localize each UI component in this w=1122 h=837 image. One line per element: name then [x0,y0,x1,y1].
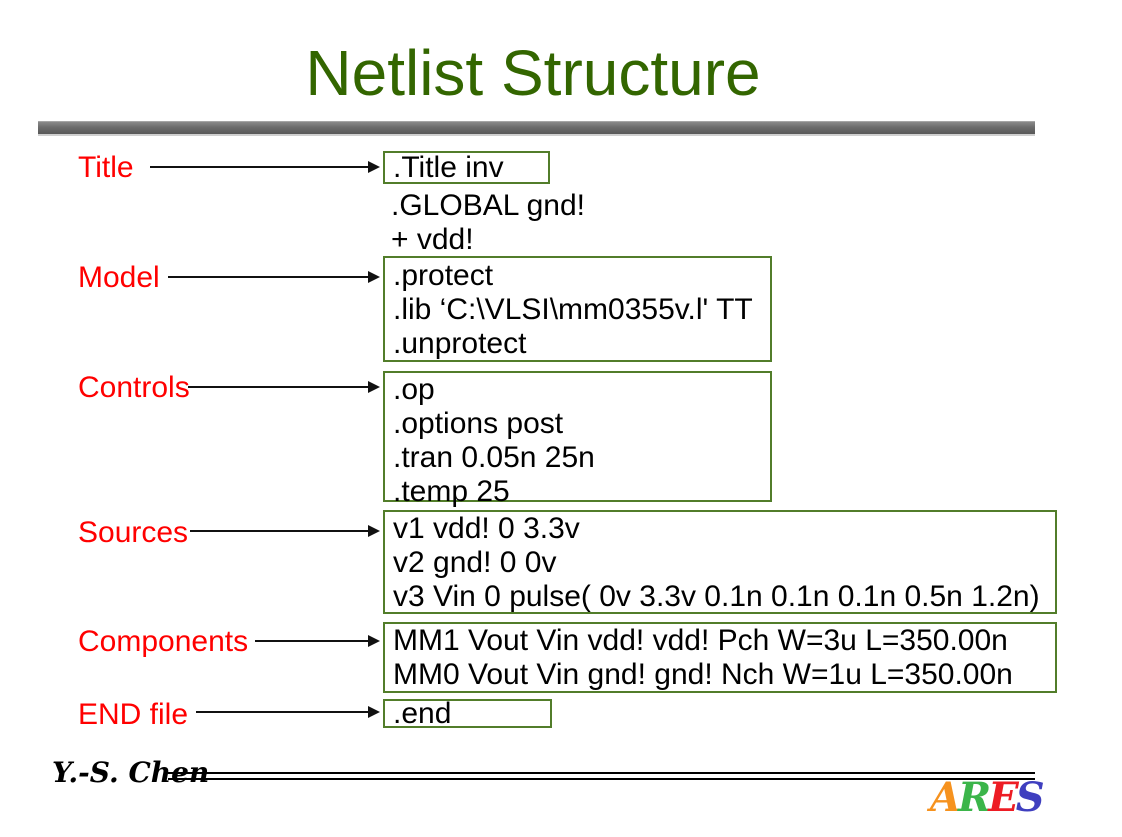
logo-letter: R [958,774,991,821]
code-line: .lib ‘C:\VLSI\mm0355v.l' TT [393,293,753,326]
section-label-model: Model [78,261,160,294]
code-line: MM0 Vout Vin gnd! gnd! Nch W=1u L=350.00… [393,658,1013,691]
title-divider-bar [38,121,1035,134]
code-line: MM1 Vout Vin vdd! vdd! Pch W=3u L=350.00… [393,624,1008,657]
section-label-title: Title [78,151,134,184]
code-line: .end [393,697,452,730]
arrowhead-icon [368,525,380,537]
arrowhead-icon [368,381,380,393]
code-box-model: .protect .lib ‘C:\VLSI\mm0355v.l' TT .un… [383,256,772,362]
logo-letter: A [930,774,961,821]
arrowhead-icon [368,635,380,647]
code-line: .temp 25 [393,475,510,508]
code-line: v3 Vin 0 pulse( 0v 3.3v 0.1n 0.1n 0.1n 0… [393,580,1040,613]
logo-letter: E [988,774,1018,821]
code-line: .options post [393,407,564,440]
code-line: v1 vdd! 0 3.3v [393,512,580,545]
code-line: .tran 0.05n 25n [393,441,595,474]
page-title: Netlist Structure [305,37,761,109]
code-box-controls: .op .options post .tran 0.05n 25n .temp … [383,371,772,508]
code-line: .protect [393,259,494,292]
arrow-sources-to-box [190,525,380,537]
arrowhead-icon [368,706,380,718]
arrowhead-icon [368,161,380,173]
arrow-components-to-box [255,635,380,647]
footer-double-rule [168,772,1035,780]
code-box-end: .end [383,697,552,730]
code-line: .Title inv [393,151,504,184]
code-box-components: MM1 Vout Vin vdd! vdd! Pch W=3u L=350.00… [383,622,1057,693]
arrow-model-to-box [168,271,380,283]
section-label-sources: Sources [78,516,189,549]
code-line-vdd: + vdd! [391,223,474,256]
arrow-title-to-box [150,161,380,173]
section-label-components: Components [78,625,249,658]
code-line: v2 gnd! 0 0v [393,546,557,579]
ares-logo: ARES [930,774,1045,821]
code-line-global: .GLOBAL gnd! [391,189,586,222]
arrow-controls-to-box [188,381,380,393]
arrow-endfile-to-box [196,706,380,718]
arrowhead-icon [368,271,380,283]
logo-letter: S [1015,774,1045,821]
code-box-sources: v1 vdd! 0 3.3v v2 gnd! 0 0v v3 Vin 0 pul… [383,510,1057,614]
code-line: .op [393,373,435,406]
code-line: .unprotect [393,327,527,360]
section-label-controls: Controls [78,371,190,404]
section-label-end-file: END file [78,698,189,731]
code-box-title: .Title inv [383,151,550,184]
